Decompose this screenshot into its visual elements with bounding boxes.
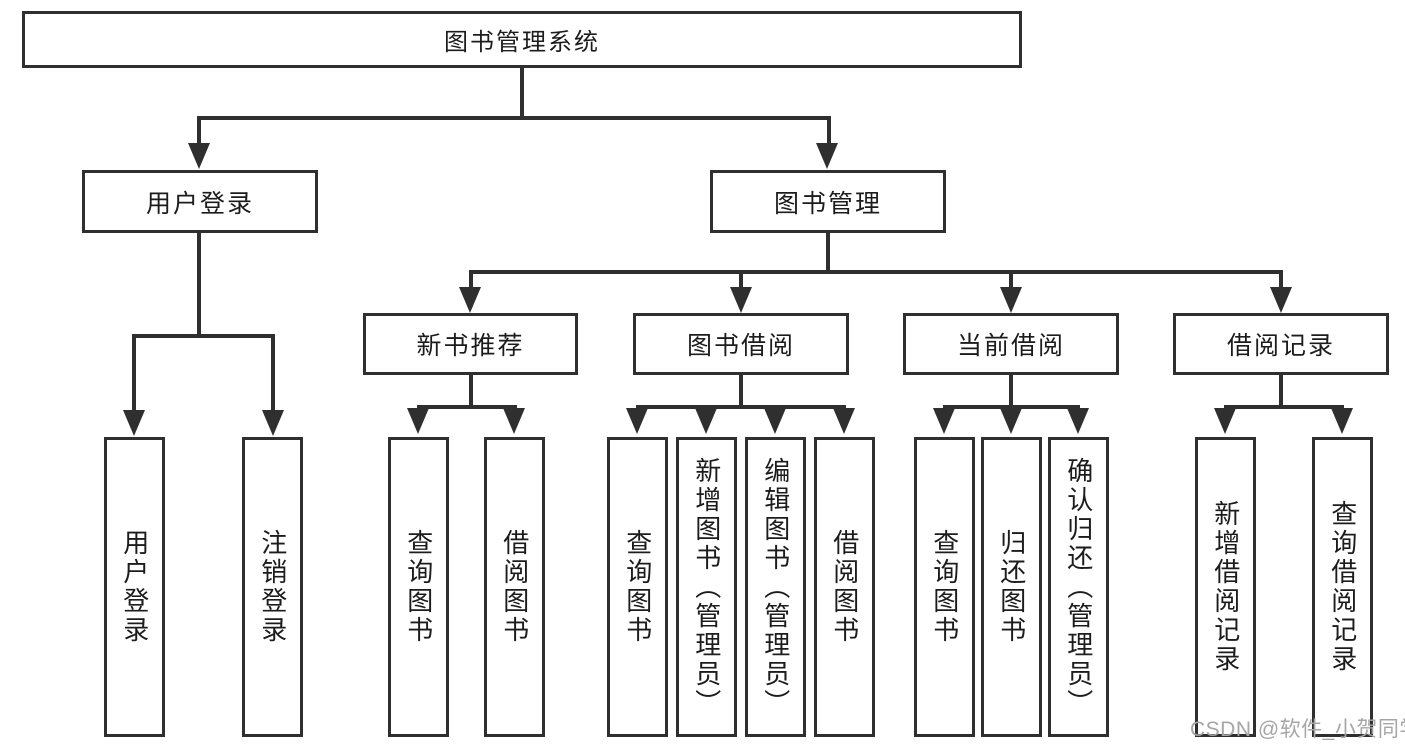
connector-vline	[1009, 375, 1013, 407]
connector-hline	[469, 270, 1283, 274]
leaf-label: 查询借阅记录	[1327, 500, 1358, 674]
leaf-current-return-books: 归还图书	[981, 437, 1042, 737]
leaf-label: 借阅图书	[499, 529, 530, 645]
connector-vline	[469, 270, 473, 290]
leaf-current-query-books: 查询图书	[914, 437, 975, 737]
arrow-down-icon	[933, 408, 955, 434]
connector-vline	[197, 233, 201, 337]
arrow-down-icon	[816, 143, 838, 169]
leaf-label: 新增图书（管理员）	[691, 456, 722, 718]
arrow-down-icon	[1067, 408, 1089, 434]
connector-vline	[1009, 270, 1013, 290]
node-label: 图书管理	[773, 189, 882, 218]
node-borrowing-records: 借阅记录	[1173, 313, 1389, 375]
connector-hline	[417, 405, 517, 409]
leaf-label: 用户登录	[119, 529, 150, 645]
connector-hline	[636, 405, 846, 409]
watermark: CSDN @软件_小贺同学	[1190, 718, 1405, 741]
leaf-label: 借阅图书	[829, 529, 860, 645]
leaf-records-query-record: 查询借阅记录	[1312, 437, 1373, 737]
node-label: 图书借阅	[686, 332, 795, 360]
node-library-management-system: 图书管理系统	[22, 11, 1022, 68]
leaf-records-add-record: 新增借阅记录	[1195, 437, 1256, 737]
leaf-label: 确认归还（管理员）	[1063, 456, 1094, 718]
arrow-down-icon	[407, 408, 429, 434]
leaf-newbook-borrow-books: 借阅图书	[484, 437, 545, 737]
node-label: 图书管理系统	[444, 29, 600, 56]
leaf-logout: 注销登录	[242, 437, 303, 737]
arrow-down-icon	[262, 410, 284, 436]
arrow-down-icon	[833, 408, 855, 434]
connector-vline	[739, 375, 743, 407]
leaf-label: 查询图书	[929, 529, 960, 645]
leaf-current-confirm-return-admin: 确认归还（管理员）	[1048, 437, 1109, 737]
node-user-login: 用户登录	[82, 170, 318, 233]
arrow-down-icon	[1000, 408, 1022, 434]
node-new-book-recommend: 新书推荐	[363, 313, 578, 375]
arrow-down-icon	[1331, 408, 1353, 434]
connector-vline	[1279, 270, 1283, 290]
leaf-borrowing-borrow-books: 借阅图书	[814, 437, 875, 737]
arrow-down-icon	[764, 408, 786, 434]
arrow-down-icon	[626, 408, 648, 434]
arrow-down-icon	[1270, 287, 1292, 313]
arrow-down-icon	[123, 410, 145, 436]
leaf-label: 注销登录	[257, 529, 288, 645]
leaf-label: 编辑图书（管理员）	[760, 456, 791, 718]
connector-hline	[1224, 405, 1344, 409]
connector-vline	[739, 270, 743, 290]
arrow-down-icon	[188, 143, 210, 169]
leaf-user-login: 用户登录	[104, 437, 165, 737]
arrow-down-icon	[503, 408, 525, 434]
leaf-borrowing-add-books-admin: 新增图书（管理员）	[676, 437, 737, 737]
connector-hline	[197, 116, 831, 120]
connector-vline	[197, 116, 201, 148]
connector-hline	[943, 405, 1080, 409]
arrow-down-icon	[730, 287, 752, 313]
leaf-newbook-query-books: 查询图书	[388, 437, 449, 737]
arrow-down-icon	[695, 408, 717, 434]
connector-vline	[520, 68, 524, 118]
arrow-down-icon	[1000, 287, 1022, 313]
node-label: 新书推荐	[416, 332, 525, 360]
connector-vline	[827, 116, 831, 148]
connector-hline	[132, 334, 275, 338]
arrow-down-icon	[1214, 408, 1236, 434]
node-label: 当前借阅	[956, 332, 1065, 360]
connector-vline	[132, 334, 136, 414]
leaf-label: 查询图书	[403, 529, 434, 645]
leaf-borrowing-edit-books-admin: 编辑图书（管理员）	[745, 437, 806, 737]
node-label: 用户登录	[145, 189, 254, 218]
leaf-label: 新增借阅记录	[1210, 500, 1241, 674]
connector-vline	[271, 334, 275, 414]
node-book-management: 图书管理	[710, 170, 946, 233]
node-book-borrowing: 图书借阅	[633, 313, 849, 375]
leaf-label: 查询图书	[622, 529, 653, 645]
leaf-label: 归还图书	[996, 529, 1027, 645]
node-label: 借阅记录	[1226, 332, 1335, 360]
leaf-borrowing-query-books: 查询图书	[607, 437, 668, 737]
node-current-borrowing: 当前借阅	[903, 313, 1119, 375]
arrow-down-icon	[459, 287, 481, 313]
connector-vline	[1279, 375, 1283, 407]
connector-vline	[826, 233, 830, 273]
connector-vline	[469, 375, 473, 407]
